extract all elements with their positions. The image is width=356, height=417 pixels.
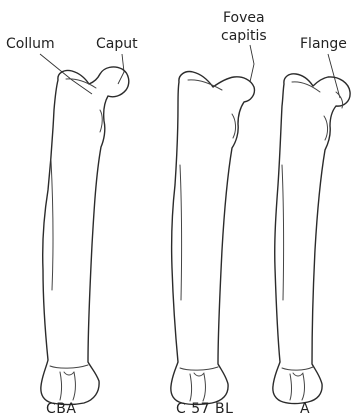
femur-cba [41,67,129,405]
leader-flange [328,54,340,98]
femur-a-shaft-line [282,165,284,300]
leader-fovea [250,45,254,82]
femur-c57bl-distal-edge [180,367,218,370]
caption-c57bl: C 57 BL [176,401,233,417]
femur-cba-trochanter [100,110,102,132]
femur-a-condyle-left [290,374,292,400]
femur-c57bl-trochanter [232,114,236,138]
leader-collum [40,54,92,94]
caption-a: A [300,401,310,417]
label-fovea-line1: Fovea [223,10,265,26]
femur-c57bl-outline [171,72,255,405]
femur-cba-condyle-left [60,372,62,400]
caption-cba: CBA [46,401,76,417]
femur-a-trochanter [324,116,328,140]
label-collum: Collum [6,36,55,52]
femur-a-condyle-notch [293,373,303,376]
femur-c57bl-condyle-left [190,374,192,401]
femur-c57bl-condyle-right [203,374,205,401]
femur-cba-condyle-notch [64,372,74,375]
label-fovea-line2: capitis [221,28,267,44]
femur-cba-distal-edge [50,365,88,368]
femur-cba-condyle-right [73,372,75,400]
femur-a-condyle-right [302,374,304,400]
femur-cba-shaft-line [51,160,53,290]
label-flange: Flange [300,36,347,52]
femur-c57bl [171,72,255,405]
label-caput: Caput [96,36,138,52]
femur-cba-outline [41,67,129,405]
femur-a-outline [273,74,350,404]
femur-a [273,74,350,404]
femur-a-distal-edge [282,367,313,370]
femur-c57bl-shaft-line [180,165,182,300]
femur-c57bl-condyle-notch [194,373,204,376]
